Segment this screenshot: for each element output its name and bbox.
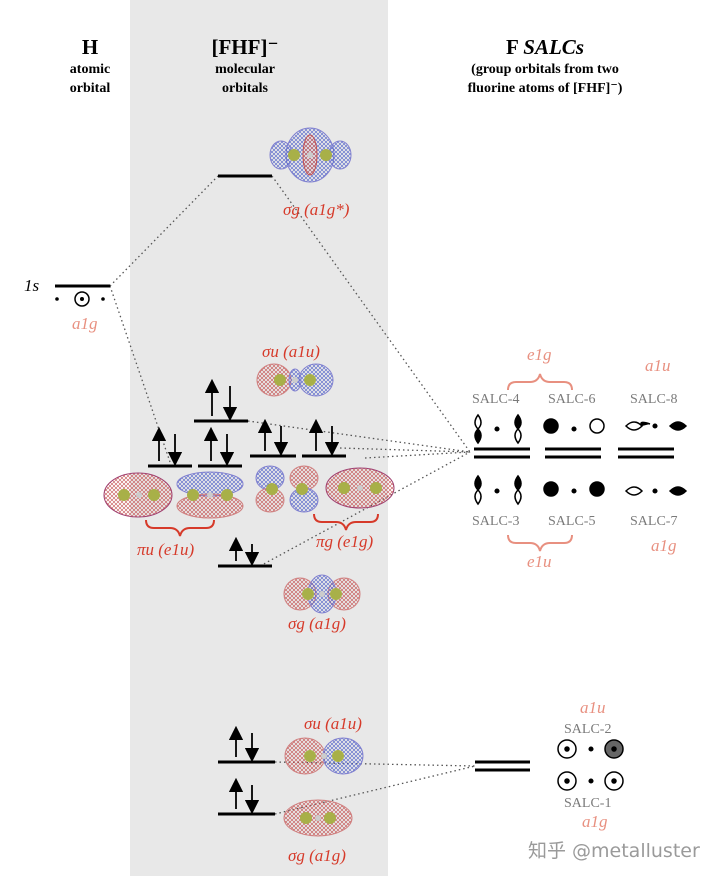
salc-5-label: SALC-5 <box>548 514 596 529</box>
salc-upper-glyphs <box>474 413 688 445</box>
corr-h-to-sigma-g <box>109 285 171 463</box>
corr-low-sigma-u <box>274 761 476 767</box>
salc-7-label: SALC-7 <box>630 514 678 529</box>
fhf-subtitle-2: orbitals <box>222 81 268 96</box>
fhf-subtitle-1: molecular <box>215 62 275 77</box>
mo-sigma-g-surface <box>283 574 361 614</box>
mo-low-sigma-u-surface <box>284 737 364 775</box>
salcs-title-prefix: F <box>505 35 524 59</box>
correlation-lines <box>109 175 476 815</box>
mo-label-pi-g: πg (e1g) <box>316 532 374 551</box>
mo-label-low-sigma-g: σg (a1g) <box>288 846 346 865</box>
salc-3-label: SALC-3 <box>472 514 520 529</box>
salc-low-a1u-label: a1u <box>580 698 606 717</box>
salcs-subtitle-2: fluorine atoms of [FHF]⁻) <box>467 81 623 96</box>
corr-h-to-sigma-star <box>109 175 219 287</box>
mo-sigma-star-surface <box>269 127 352 183</box>
salc-a1g-label: a1g <box>651 536 677 555</box>
mo-pi-u-surface-1 <box>103 472 173 518</box>
salc-e1g-label: e1g <box>527 345 552 364</box>
salc-2-label: SALC-2 <box>564 722 612 737</box>
electron-arrows <box>151 378 340 815</box>
corr-salc-to-sigma-g <box>259 451 471 567</box>
mo-label-low-sigma-u: σu (a1u) <box>304 714 362 733</box>
mo-pi-g-surface-2 <box>325 467 395 509</box>
salcs-title-italic: SALCs <box>523 35 584 59</box>
f-salcs-header: F SALCs (group orbitals from two fluorin… <box>420 34 670 98</box>
salc-1-label: SALC-1 <box>564 796 612 811</box>
h-1s-orbital-glyph <box>55 291 105 307</box>
mo-label-sigma-g: σg (a1g) <box>288 614 346 633</box>
corr-salc-to-pi-u <box>364 451 471 459</box>
pi-u-brace <box>145 519 215 537</box>
e1u-brace <box>507 534 573 552</box>
fhf-mo-header: [FHF]⁻ molecular orbitals <box>165 34 325 98</box>
e1g-brace <box>507 373 573 391</box>
salc-low-a1g-label: a1g <box>582 812 608 831</box>
h-subtitle-1: atomic <box>69 62 111 77</box>
h-1s-symmetry: a1g <box>72 314 98 333</box>
mo-label-sigma-u: σu (a1u) <box>262 342 320 361</box>
mo-sigma-u-surface <box>256 363 334 397</box>
pi-g-brace <box>313 513 379 531</box>
corr-salc-to-pi-g <box>339 447 471 453</box>
salc-lower-glyphs <box>474 474 688 506</box>
mo-low-sigma-g-surface <box>283 799 353 837</box>
watermark: 知乎 @metalluster <box>528 840 700 862</box>
salc-6-label: SALC-6 <box>548 392 596 407</box>
corr-salc-to-sigma-u <box>247 420 471 453</box>
h-atomic-orbital-header: H atomic orbital <box>40 34 140 98</box>
salc-a1u-label: a1u <box>645 356 671 375</box>
salc-8-label: SALC-8 <box>630 392 678 407</box>
corr-low-sigma-g <box>274 765 476 815</box>
fhf-title: [FHF]⁻ <box>211 35 279 59</box>
h-title: H <box>81 35 99 59</box>
salcs-subtitle-1: (group orbitals from two <box>471 62 619 77</box>
mo-label-sigma-star: σg (a1g*) <box>283 200 350 219</box>
salc-low-glyphs <box>557 739 624 791</box>
mo-pi-u-surface-2 <box>176 471 244 519</box>
salc-4-label: SALC-4 <box>472 392 520 407</box>
energy-levels <box>55 174 674 816</box>
mo-pi-g-surface-1 <box>255 465 319 513</box>
h-subtitle-2: orbital <box>69 81 111 96</box>
salc-e1u-label: e1u <box>527 552 552 571</box>
mo-label-pi-u: πu (e1u) <box>137 540 195 559</box>
h-1s-label: 1s <box>24 276 40 295</box>
